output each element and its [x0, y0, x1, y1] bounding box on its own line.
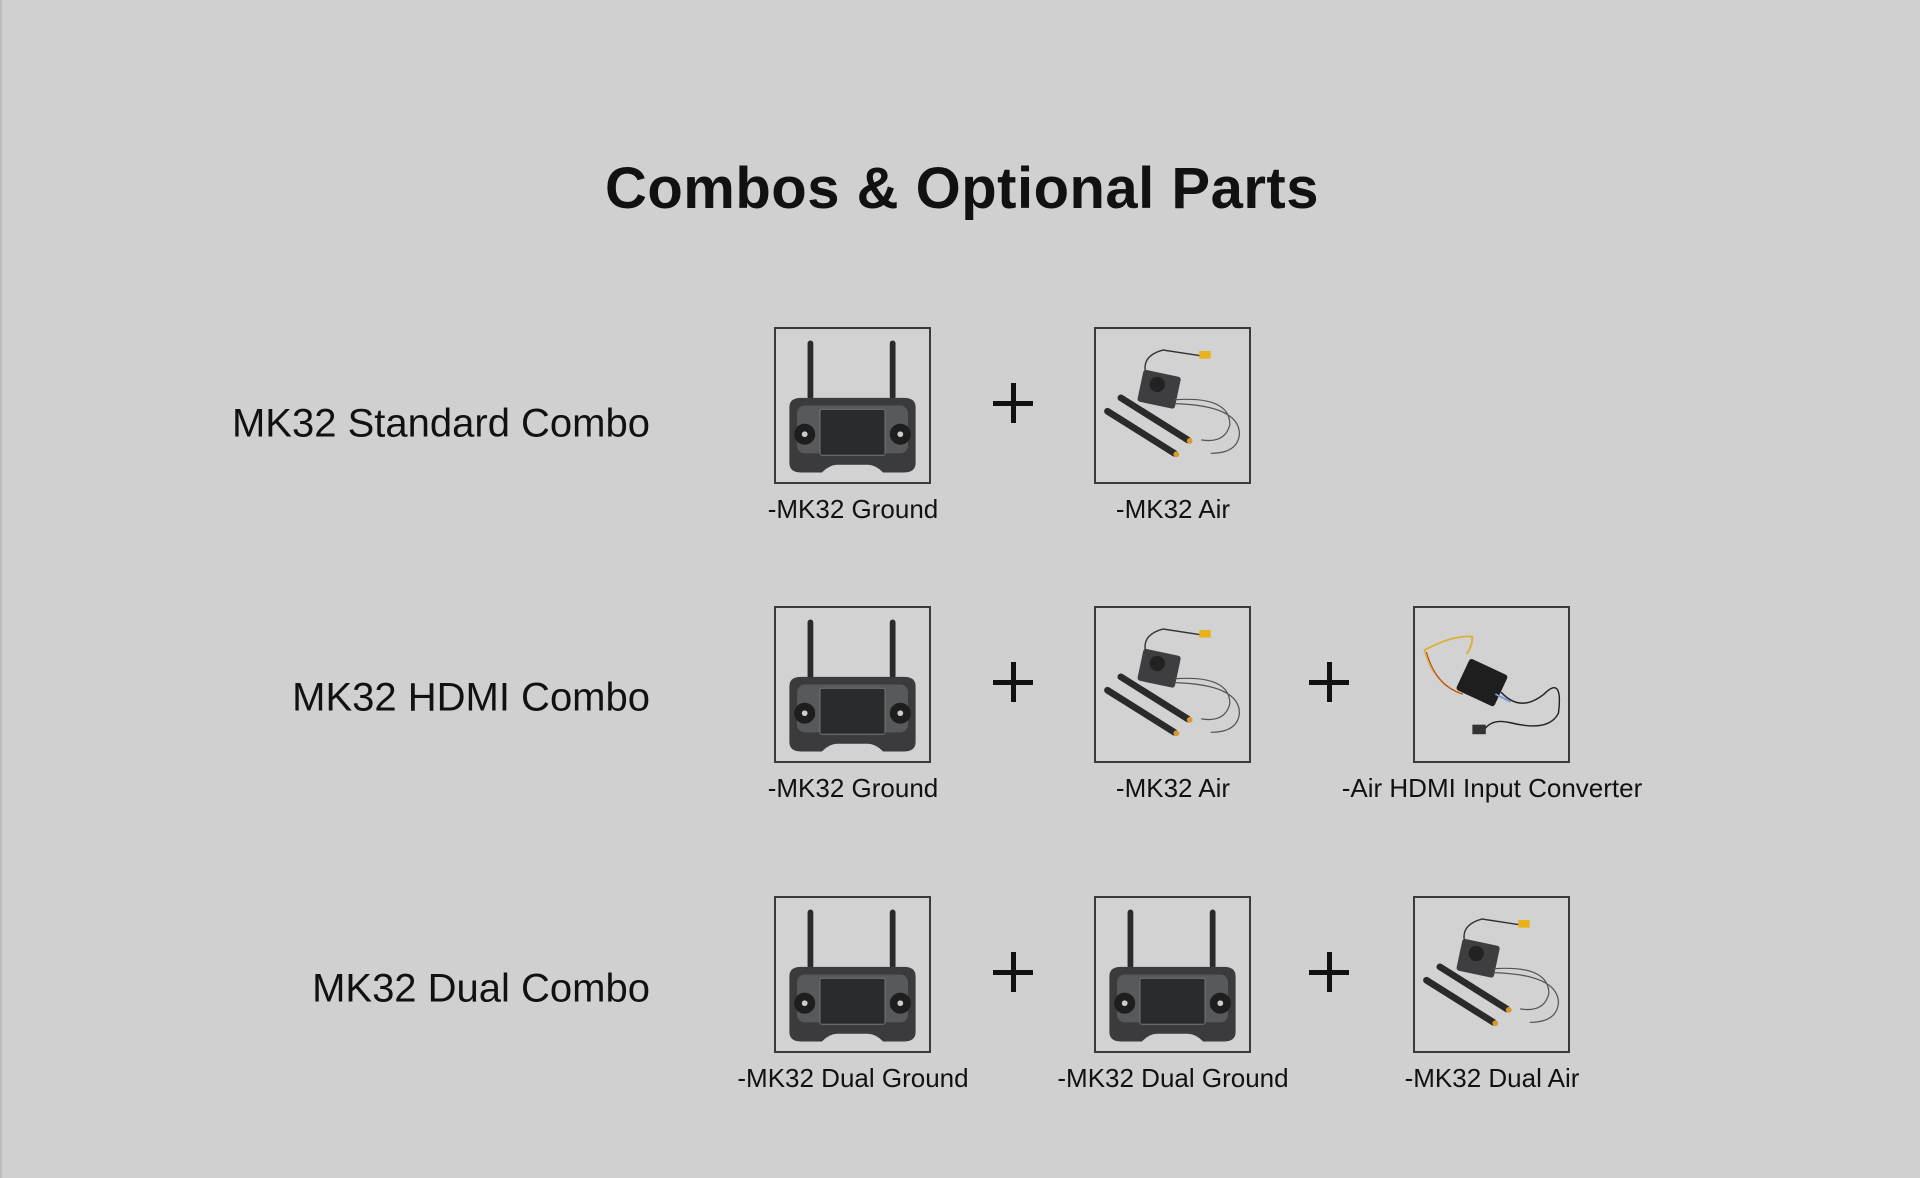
product-image: [774, 327, 931, 484]
plus-icon: [1309, 952, 1349, 992]
plus-icon: [993, 383, 1033, 423]
ground-controller-icon: [1109, 909, 1236, 1042]
product-image: [1413, 606, 1570, 763]
plus-icon: [1309, 662, 1349, 702]
air-unit-icon: [1423, 918, 1560, 1027]
product-label: -MK32 Ground: [767, 494, 939, 524]
product-image: [1094, 327, 1251, 484]
plus-icon: [993, 952, 1033, 992]
product-image: [1094, 606, 1251, 763]
combo-title: MK32 HDMI Combo: [292, 675, 650, 720]
plus-icon: [993, 662, 1033, 702]
product-image: [1413, 896, 1570, 1053]
ground-controller-icon: [789, 340, 916, 473]
ground-controller-icon: [789, 909, 916, 1042]
combo-title: MK32 Standard Combo: [231, 401, 650, 446]
air-unit-icon: [1104, 628, 1241, 737]
product-image: [774, 606, 931, 763]
product-label: -Air HDMI Input Converter: [1341, 773, 1643, 803]
page-title: Combos & Optional Parts: [604, 156, 1319, 221]
product-image: [1094, 896, 1251, 1053]
ground-controller-icon: [789, 619, 916, 752]
product-label: -MK32 Dual Ground: [1057, 1063, 1289, 1093]
hdmi-converter-icon: [1423, 635, 1561, 735]
product-image: [774, 896, 931, 1053]
product-label: -MK32 Air: [1115, 773, 1231, 803]
product-label: -MK32 Air: [1115, 494, 1231, 524]
product-label: -MK32 Ground: [767, 773, 939, 803]
product-label: -MK32 Dual Air: [1404, 1063, 1580, 1093]
combo-title: MK32 Dual Combo: [312, 966, 650, 1011]
air-unit-icon: [1104, 349, 1241, 458]
product-label: -MK32 Dual Ground: [737, 1063, 969, 1093]
